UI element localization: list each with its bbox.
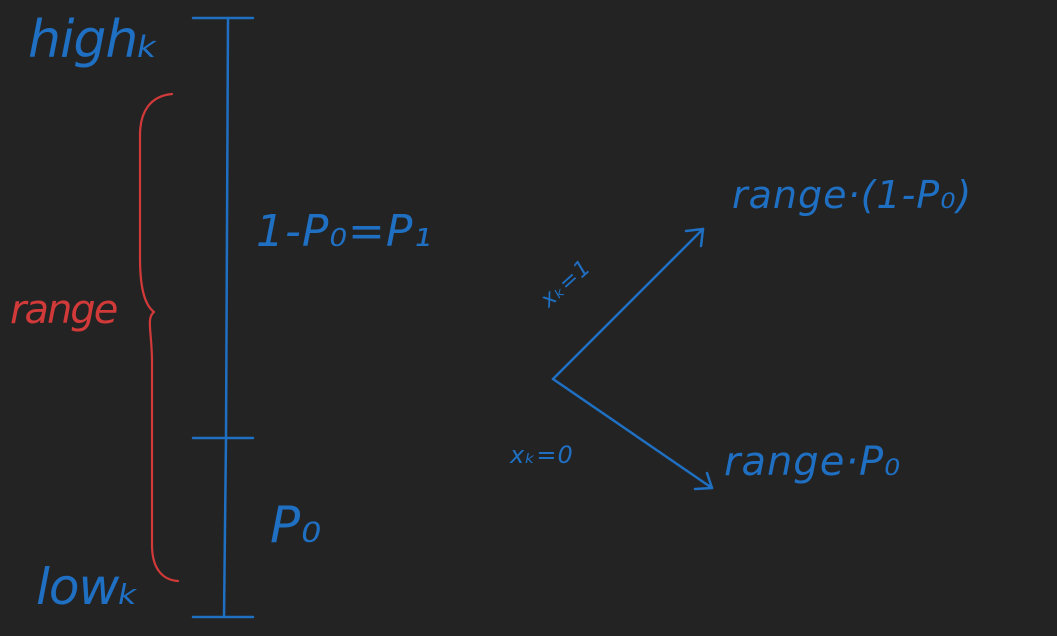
branch-lower-arrowhead <box>693 471 714 491</box>
high-k-label: highₖ <box>28 10 160 70</box>
result-upper-label: range·(1-P₀) <box>732 173 973 217</box>
branch-lower-arrow <box>551 377 714 490</box>
p0-segment-label: P₀ <box>270 496 323 554</box>
branch-upper-arrowhead <box>684 227 705 248</box>
range-label: range <box>10 287 118 333</box>
interval-lower-line <box>222 436 228 619</box>
p1-segment-label: 1-P₀=P₁ <box>256 206 433 257</box>
range-brace <box>138 92 180 583</box>
result-lower-label: range·P₀ <box>724 439 902 485</box>
low-k-label: lowₖ <box>36 558 140 616</box>
interval-upper-line <box>224 16 230 440</box>
branch-upper-arrow <box>551 227 705 381</box>
branch-lower-label: xₖ=0 <box>510 441 574 469</box>
